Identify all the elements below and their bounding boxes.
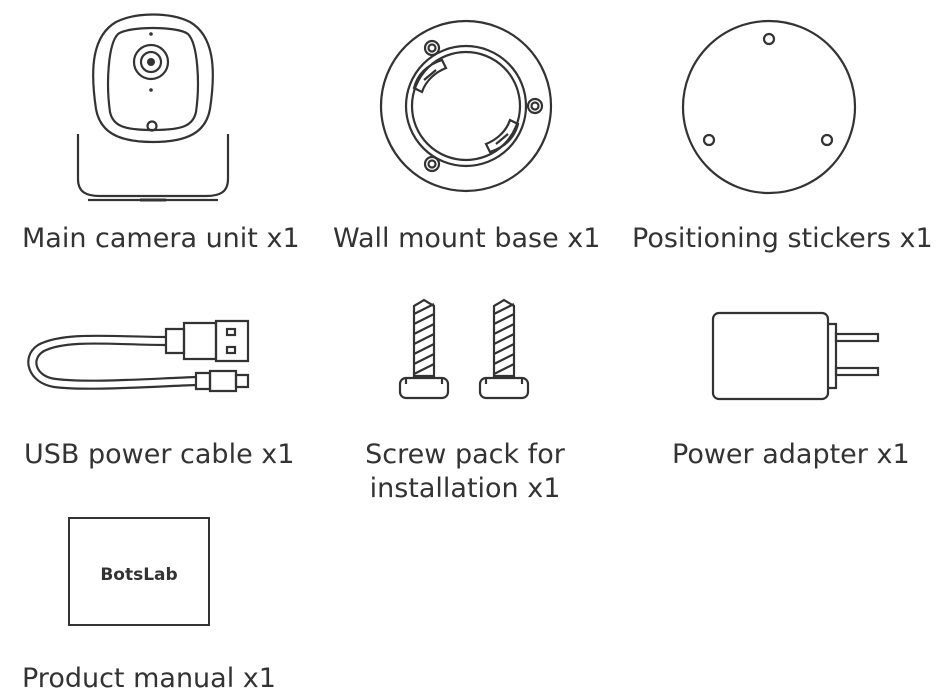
item-label: Product manual x1: [22, 663, 276, 694]
screw-icon: [398, 298, 538, 402]
item-label: Wall mount base x1: [333, 223, 601, 254]
sticker-icon: [681, 19, 857, 195]
camera-icon: [76, 13, 230, 209]
brand-logo: BotsLab: [100, 565, 177, 585]
wall-mount-icon: [379, 19, 553, 193]
power-adapter-icon: [711, 311, 882, 401]
usb-cable-icon: [24, 315, 250, 405]
manual-icon: BotsLab: [68, 517, 210, 627]
item-label: Main camera unit x1: [22, 223, 300, 254]
item-label: Positioning stickers x1: [632, 223, 933, 254]
item-label-line1: Screw pack for: [365, 439, 565, 470]
item-label: Power adapter x1: [672, 439, 910, 470]
item-label-line2: installation x1: [369, 473, 561, 504]
item-label: USB power cable x1: [24, 439, 295, 470]
